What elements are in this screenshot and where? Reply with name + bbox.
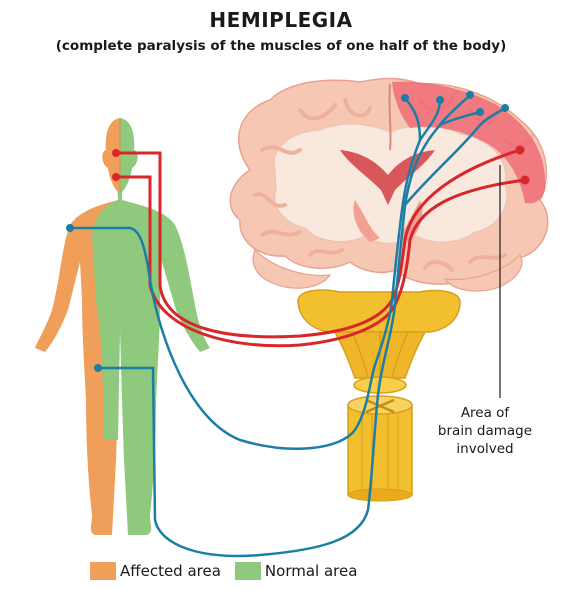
damage-annotation: Area of brain damage involved (430, 404, 540, 458)
annotation-line-2: brain damage (430, 422, 540, 440)
legend: Affected area Normal area (90, 560, 371, 582)
spinal-cord (348, 396, 412, 501)
legend-label-normal: Normal area (265, 562, 358, 580)
legend-label-affected: Affected area (120, 562, 221, 580)
annotation-line-3: involved (430, 440, 540, 458)
pons (298, 290, 460, 332)
legend-swatch-normal (235, 562, 261, 580)
annotation-line-1: Area of (430, 404, 540, 422)
legend-swatch-affected (90, 562, 116, 580)
